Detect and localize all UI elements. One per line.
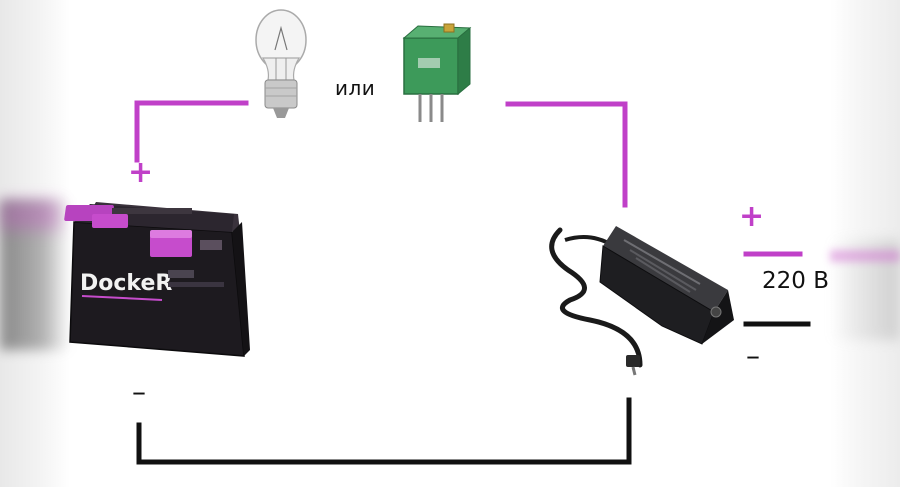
battery-brand-text: DockeR <box>80 271 172 296</box>
wire-battery-to-adapter-negative <box>136 397 632 465</box>
right-blur <box>830 240 900 340</box>
left-blur-accent <box>0 200 60 230</box>
battery-icon: DockeR <box>64 202 250 357</box>
wire-trimmer-to-adapter <box>505 101 628 208</box>
battery-negative-sign: – <box>132 375 146 408</box>
trimmer-resistor-icon <box>402 23 472 122</box>
wire-battery-to-lamp <box>134 100 249 163</box>
voltage-label: 220 В <box>762 268 829 294</box>
light-bulb-icon <box>255 9 307 118</box>
battery-positive-sign: + <box>128 155 154 190</box>
mains-negative-sign: – <box>746 339 760 372</box>
right-blur-accent <box>830 250 900 262</box>
mains-positive-sign: + <box>739 199 765 234</box>
positive-wires <box>134 100 803 257</box>
left-blur <box>0 200 70 350</box>
power-adapter-icon <box>549 226 734 376</box>
or-label: или <box>335 76 376 100</box>
negative-wires <box>136 321 811 465</box>
